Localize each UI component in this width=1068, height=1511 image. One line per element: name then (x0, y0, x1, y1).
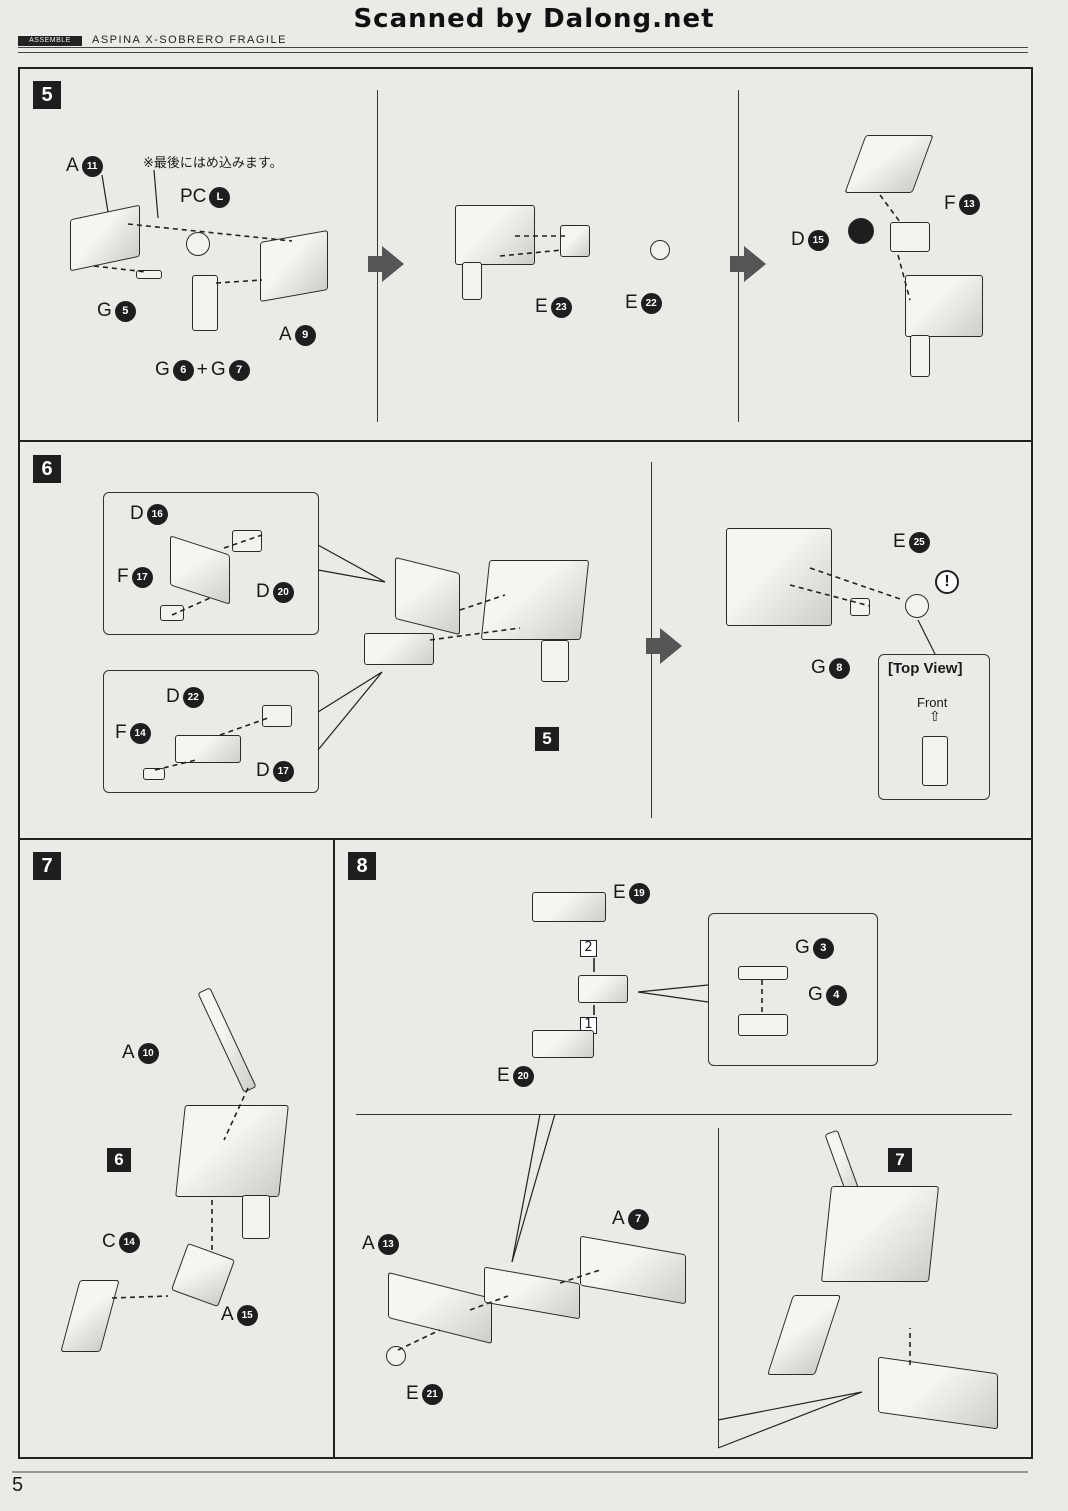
lower-shell (364, 633, 434, 665)
assembly-6-grip (242, 1195, 270, 1239)
sub-divider (356, 1114, 1012, 1115)
step-8-badge: 8 (348, 852, 376, 880)
assembly-5a (455, 205, 535, 265)
final-body (820, 1186, 940, 1282)
assembly-5-body (480, 560, 590, 640)
step-arrow (730, 246, 766, 282)
instruction-frame (18, 67, 1033, 1459)
order-2: 2 (580, 940, 597, 957)
top-view-part (922, 736, 948, 786)
top-view-box (878, 654, 990, 800)
note-insert-last: ※最後にはめ込みます。 (143, 156, 283, 171)
sub-divider (718, 1128, 719, 1448)
ref-step-7: 7 (888, 1148, 912, 1172)
step-arrow (646, 628, 682, 664)
assemble-tag: ASSEMBLE (18, 36, 82, 46)
part-D22 (175, 735, 241, 763)
part-E20 (532, 1030, 594, 1058)
detail-box-G3-G4 (708, 913, 878, 1066)
scanned-watermark: Scanned by Dalong.net (353, 4, 715, 34)
step-7-badge: 7 (33, 852, 61, 880)
assembly-6-body (175, 1105, 289, 1197)
header-rule (18, 47, 1028, 48)
part-G4 (738, 1014, 788, 1036)
part-E19 (532, 892, 606, 922)
slide-icon (848, 218, 874, 244)
part-F14-a (143, 768, 165, 780)
part-PC-L (186, 232, 210, 256)
divider-6-78 (18, 838, 1033, 840)
assembly-5b-grip (910, 335, 930, 377)
part-G3 (738, 966, 788, 980)
part-F13 (890, 222, 930, 252)
step-6-badge: 6 (33, 455, 61, 483)
part-E23 (560, 225, 590, 257)
assembly-5a-grip (462, 262, 482, 300)
ref-step-5: 5 (535, 727, 559, 751)
header-rule-2 (18, 52, 1028, 53)
part-E25 (905, 594, 929, 618)
part-G6-G7 (192, 275, 218, 331)
top-view-title: [Top View] (888, 660, 963, 677)
caution-icon: ! (935, 570, 959, 594)
part-G8 (850, 598, 870, 616)
part-D20-a (232, 530, 262, 552)
assembly-5-grip (541, 640, 569, 682)
product-title: ASPINA X-SOBRERO FRAGILE (92, 34, 287, 46)
front-arrow-icon: ⇧ (929, 709, 941, 725)
part-E22 (650, 240, 670, 260)
ref-step-6: 6 (107, 1148, 131, 1172)
divider-7-8 (333, 838, 335, 1459)
divider-5-6 (18, 440, 1033, 442)
part-F17-a (160, 605, 184, 621)
front-label: Front (917, 695, 948, 710)
part-G5 (136, 270, 162, 279)
assembly-5b (905, 275, 983, 337)
step-5-badge: 5 (33, 81, 61, 109)
step-arrow (368, 246, 404, 282)
assembly-6 (726, 528, 832, 626)
part-E21 (386, 1346, 406, 1366)
part-A9 (260, 230, 328, 302)
part-center (578, 975, 628, 1003)
part-D17-a (262, 705, 292, 727)
page-number: 5 (12, 1474, 24, 1496)
